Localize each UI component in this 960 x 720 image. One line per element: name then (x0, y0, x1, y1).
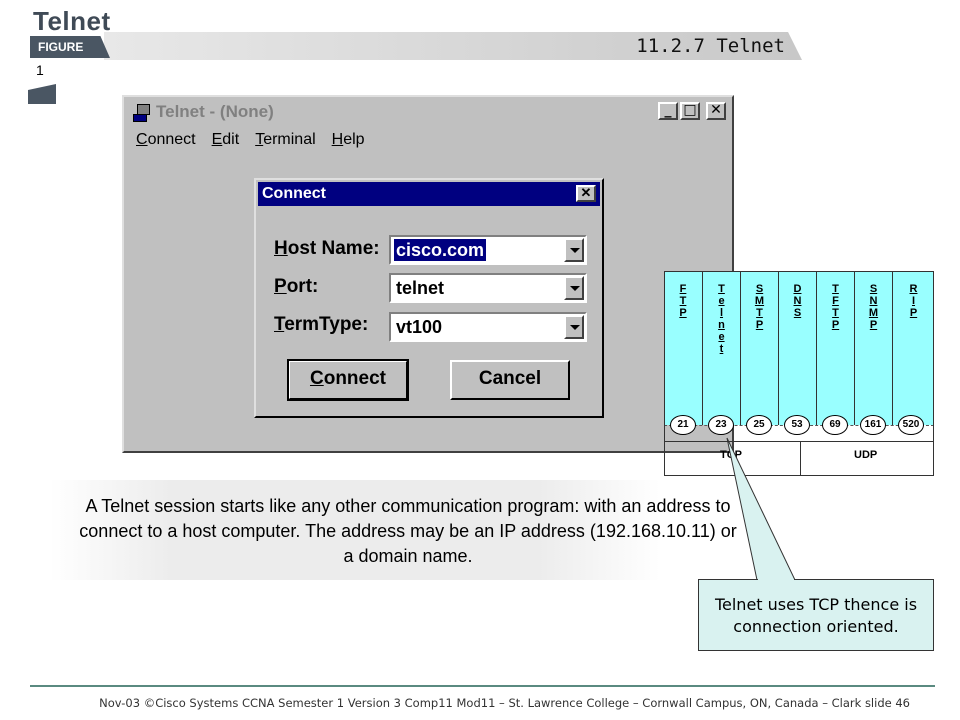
host-name-value[interactable]: cisco.com (394, 239, 487, 261)
termtype-combo[interactable]: vt100 (389, 312, 587, 342)
dialog-title: Connect (262, 185, 326, 202)
port-number-23: 23 (708, 415, 734, 435)
connect-button[interactable]: Connect (287, 359, 409, 401)
connect-dialog: Connect ✕ Host Name: cisco.com Port: tel… (254, 178, 604, 418)
port-number-520: 520 (898, 415, 924, 435)
slide-brand-title: Telnet (33, 6, 111, 36)
window-controls: _ □ ✕ (658, 102, 726, 120)
callout-text: Telnet uses TCP thence is connection ori… (714, 595, 918, 636)
udp-label: UDP (854, 449, 878, 461)
port-number-25: 25 (746, 415, 772, 435)
port-number-161: 161 (860, 415, 886, 435)
menu-edit[interactable]: Edit (211, 131, 240, 148)
window-titlebar[interactable]: Telnet - (None) _ □ ✕ (126, 99, 730, 125)
footer-text: Nov-03 ©Cisco Systems CCNA Semester 1 Ve… (99, 696, 910, 710)
host-name-combo[interactable]: cisco.com (389, 235, 587, 265)
telnet-app-icon[interactable] (132, 103, 150, 122)
menu-terminal[interactable]: Terminal (255, 131, 316, 148)
port-combo[interactable]: telnet (389, 273, 587, 303)
menu-help[interactable]: Help (331, 131, 365, 148)
slide-title: 11.2.7 Telnet (636, 35, 785, 57)
figure-tab-marker (28, 84, 56, 104)
termtype-label: TermType: (274, 314, 369, 335)
port-value[interactable]: telnet (396, 278, 445, 298)
footer-rule (30, 685, 935, 687)
host-name-dropdown-arrow[interactable] (564, 238, 584, 262)
menubar: Connect Edit Terminal Help (136, 131, 365, 149)
tcp-label: TCP (720, 449, 742, 461)
port-dropdown-arrow[interactable] (564, 276, 584, 300)
close-button[interactable]: ✕ (706, 102, 726, 120)
menu-connect[interactable]: Connect (136, 131, 196, 148)
termtype-dropdown-arrow[interactable] (564, 315, 584, 339)
cancel-button[interactable]: Cancel (450, 360, 570, 400)
host-name-label: Host Name: (274, 238, 380, 259)
window-title: Telnet - (None) (156, 102, 274, 121)
figure-tab: FIGURE (30, 36, 110, 58)
port-number-53: 53 (784, 415, 810, 435)
minimize-button[interactable]: _ (658, 102, 678, 120)
transport-row (664, 441, 934, 477)
termtype-value[interactable]: vt100 (396, 317, 443, 337)
port-number-21: 21 (670, 415, 696, 435)
dialog-titlebar[interactable]: Connect ✕ (258, 182, 600, 206)
port-number-69: 69 (822, 415, 848, 435)
caption-band (50, 480, 660, 580)
port-label: Port: (274, 276, 319, 297)
caption-text: A Telnet session starts like any other c… (79, 496, 737, 566)
callout-box: Telnet uses TCP thence is connection ori… (698, 579, 934, 651)
transport-divider (800, 441, 801, 476)
figure-number: 1 (36, 62, 44, 78)
maximize-button[interactable]: □ (680, 102, 700, 120)
dialog-close-button[interactable]: ✕ (576, 185, 596, 202)
header-bar (104, 32, 802, 60)
